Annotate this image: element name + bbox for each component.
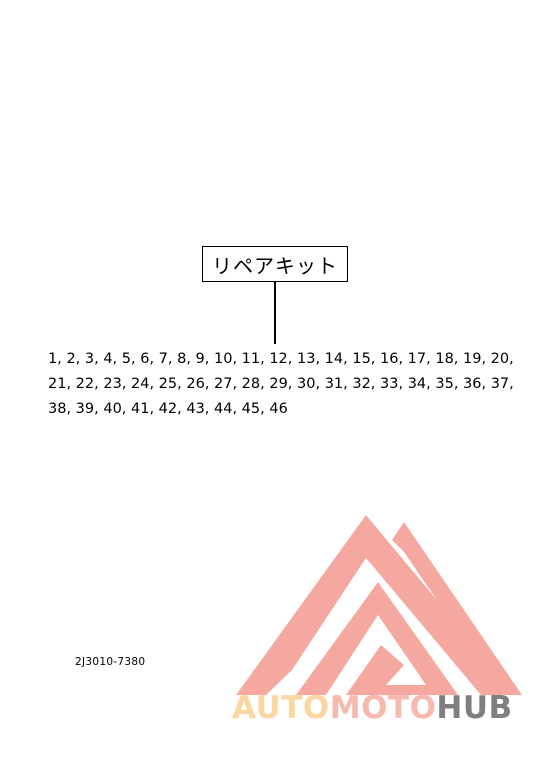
part-code: 2J3010-7380 <box>75 656 146 668</box>
part-numbers-line-3: 38, 39, 40, 41, 42, 43, 44, 45, 46 <box>48 401 288 417</box>
watermark-text-hub: HUB <box>436 690 513 726</box>
watermark-text: AUTOMOTOHUB <box>232 690 513 726</box>
part-numbers-line-1: 1, 2, 3, 4, 5, 6, 7, 8, 9, 10, 11, 12, 1… <box>48 351 514 367</box>
repair-kit-label: リペアキット <box>212 253 338 278</box>
watermark-text-moto: MOTO <box>329 690 437 726</box>
watermark-logo-icon <box>236 515 522 695</box>
leader-line <box>274 282 276 344</box>
repair-kit-box: リペアキット <box>202 246 348 282</box>
part-number-list: 1, 2, 3, 4, 5, 6, 7, 8, 9, 10, 11, 12, 1… <box>48 347 518 422</box>
part-numbers-line-2: 21, 22, 23, 24, 25, 26, 27, 28, 29, 30, … <box>48 376 514 392</box>
watermark-text-auto: AUTO <box>232 690 330 726</box>
